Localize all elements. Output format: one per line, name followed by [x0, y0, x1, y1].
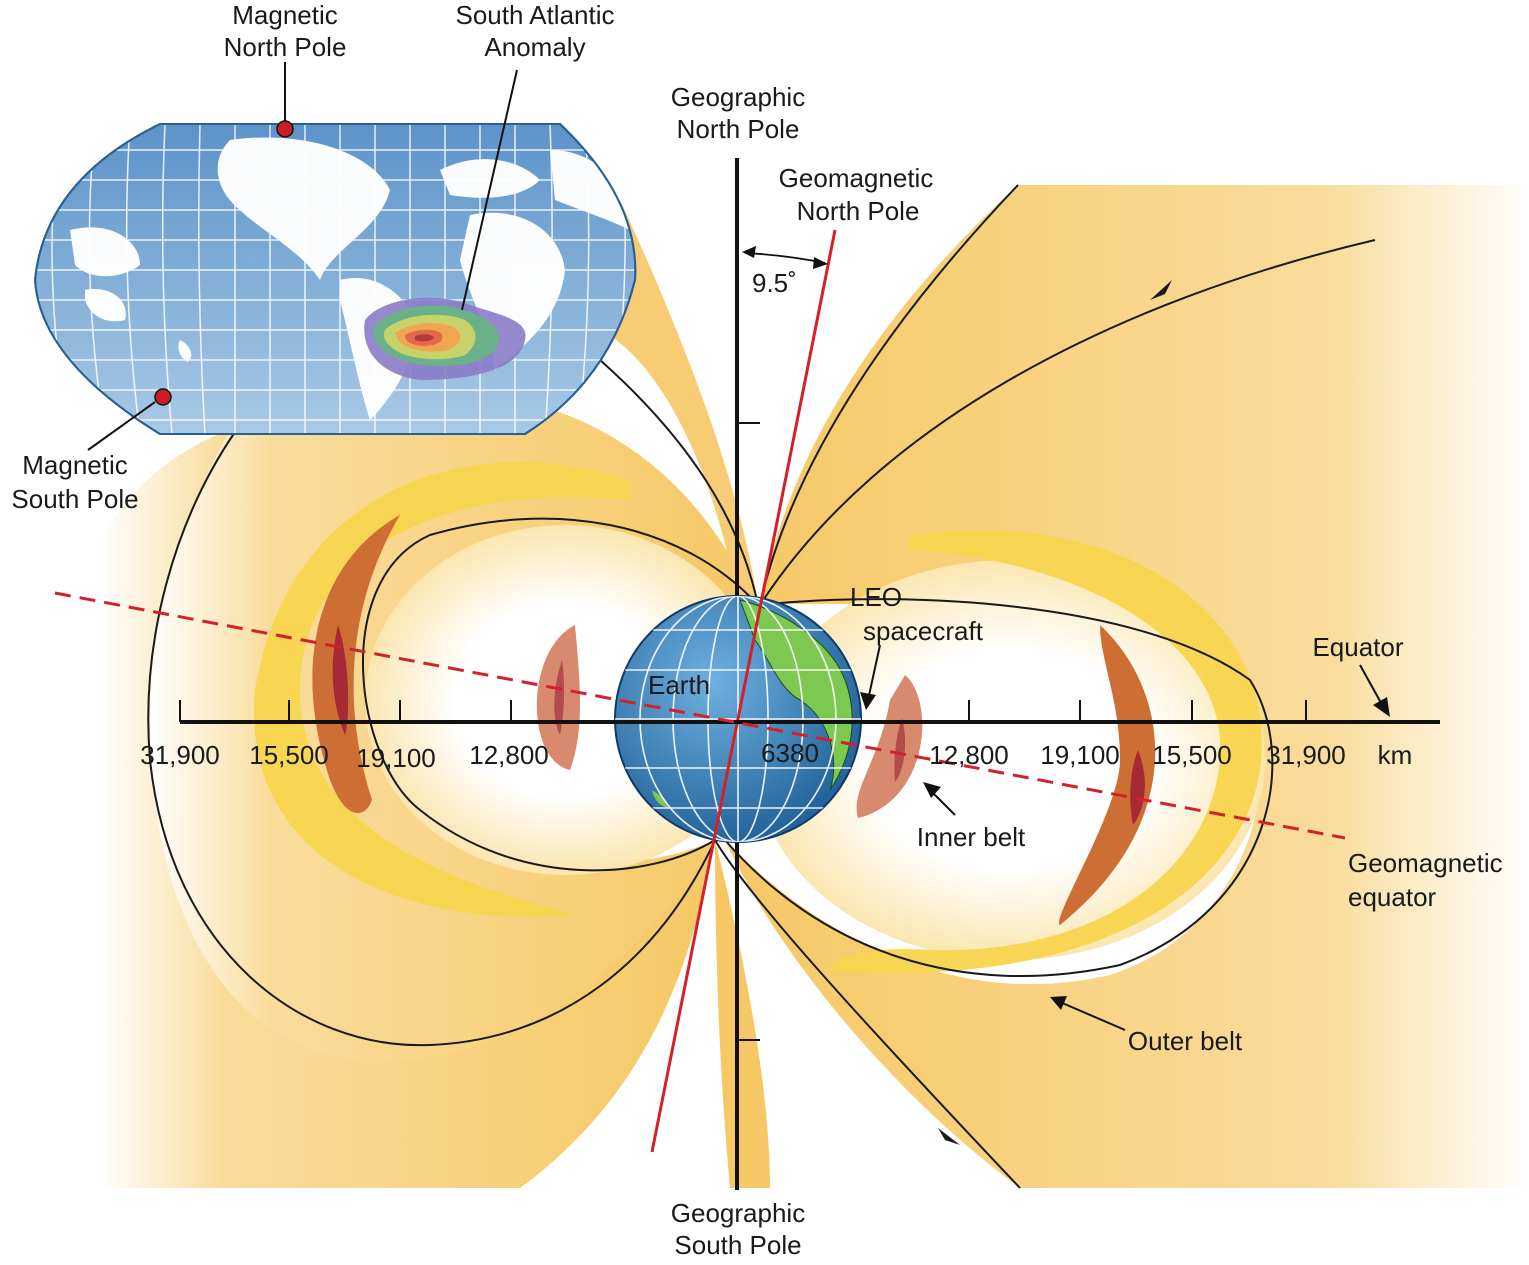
leo-spacecraft-label-1: LEO: [850, 582, 902, 612]
magnetic-north-pole-label-1: Magnetic: [232, 0, 338, 30]
tick-label-right-1: 19,100: [1040, 740, 1120, 770]
inner-belt-label: Inner belt: [917, 822, 1026, 852]
geomagnetic-north-pole-label-1: Geomagnetic: [779, 163, 934, 193]
magnetic-north-pole-dot: [276, 120, 294, 138]
tick-label-left-3: 12,800: [469, 740, 549, 770]
tilt-angle-arrow: [744, 252, 826, 264]
tick-label-right-2: 15,500: [1152, 740, 1232, 770]
geomagnetic-equator-line: [54, 591, 1346, 840]
axis-tick-labels: 31,900 15,500 19,100 12,800 6380 12,800 …: [140, 738, 1412, 773]
geomagnetic-equator-label-1: Geomagnetic: [1348, 848, 1503, 878]
field-lines: [147, 184, 1376, 1189]
south-atlantic-anomaly-label-1: South Atlantic: [456, 0, 615, 30]
tilt-arrow-left-head: [742, 246, 756, 258]
geomagnetic-north-pole-label-2: North Pole: [797, 196, 920, 226]
outer-belt-right: [830, 530, 1262, 973]
geomagnetic-equator-label-2: equator: [1348, 882, 1437, 912]
pointer-heads: [860, 692, 1390, 1010]
tilt-arrow-right-head: [813, 257, 828, 269]
inner-belt-left: [536, 625, 580, 770]
magnetosphere-field: [100, 185, 1529, 1188]
outer-belt-left: [254, 462, 631, 917]
magnetic-north-pole-label-2: North Pole: [224, 32, 347, 62]
tick-label-left-2: 19,100: [356, 743, 436, 773]
tick-label-center: 6380: [761, 738, 819, 768]
leo-spacecraft-label-2: spacecraft: [863, 616, 984, 646]
geomagnetic-axis: [650, 229, 837, 1153]
magnetic-south-pole-dot: [154, 388, 172, 406]
axis-unit-label: km: [1378, 740, 1413, 770]
south-atlantic-anomaly-label-2: Anomaly: [484, 32, 585, 62]
saa-leader: [461, 69, 518, 311]
magnetic-south-pole-label-2: South Pole: [11, 484, 138, 514]
inner-belt-right: [856, 675, 923, 818]
outer-belt-label: Outer belt: [1128, 1026, 1243, 1056]
tilt-angle-label: 9.5˚: [752, 268, 797, 298]
equator-label: Equator: [1312, 632, 1403, 662]
tick-label-right-0: 12,800: [929, 740, 1009, 770]
tick-label-right-3: 31,900: [1266, 740, 1346, 770]
geographic-north-pole-label-1: Geographic: [671, 82, 805, 112]
labels: Magnetic North Pole South Atlantic Anoma…: [11, 0, 1502, 1260]
field-arrowheads: [938, 280, 1172, 1145]
world-map-inset: [33, 123, 637, 435]
magnetic-south-leader: [87, 401, 156, 451]
geographic-south-pole-label-1: Geographic: [671, 1198, 805, 1228]
magnetic-south-pole-label-1: Magnetic: [22, 450, 128, 480]
geographic-north-pole-label-2: North Pole: [677, 114, 800, 144]
tick-label-left-0: 31,900: [140, 740, 220, 770]
geographic-south-pole-label-2: South Pole: [674, 1230, 801, 1260]
earth-label: Earth: [648, 670, 710, 700]
tick-label-left-1: 15,500: [249, 740, 329, 770]
south-atlantic-anomaly-contours: [364, 297, 526, 380]
right-inner-region: [755, 560, 1265, 960]
equator-axis: [179, 700, 1440, 724]
